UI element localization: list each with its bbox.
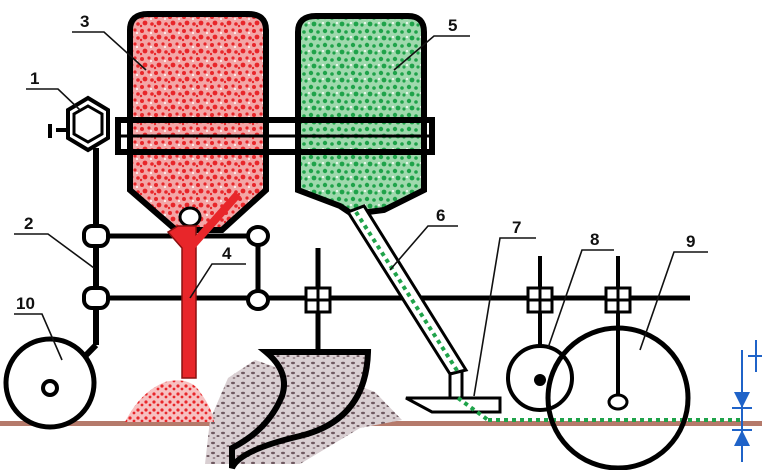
support-wheel xyxy=(3,336,97,430)
callout-9: 9 xyxy=(686,232,695,251)
leader-9 xyxy=(639,251,708,351)
leader-1 xyxy=(26,88,81,111)
callout-4: 4 xyxy=(222,244,232,263)
callout-6: 6 xyxy=(436,206,445,225)
coulter-opener xyxy=(405,396,502,414)
callout-2: 2 xyxy=(24,214,33,233)
leader-4 xyxy=(189,263,246,299)
leader-6 xyxy=(389,225,458,271)
callout-5: 5 xyxy=(448,16,457,35)
joint-lower xyxy=(82,286,110,310)
leader-2 xyxy=(14,233,95,269)
callout-7: 7 xyxy=(512,218,521,237)
joint-right-upper xyxy=(246,225,270,247)
depth-marker xyxy=(732,340,762,462)
hitch-coupler xyxy=(48,95,110,153)
seed-row xyxy=(456,396,490,422)
leader-5 xyxy=(393,35,470,71)
callout-10: 10 xyxy=(16,294,35,313)
callout-8: 8 xyxy=(590,230,599,249)
leader-7 xyxy=(473,237,536,397)
callout-1: 1 xyxy=(30,69,39,88)
callout-3: 3 xyxy=(80,12,89,31)
leader-8 xyxy=(547,249,614,349)
fertilizer-tube-top xyxy=(187,191,241,251)
fertilizer-pile xyxy=(125,380,214,422)
rolling-wheel xyxy=(545,256,691,470)
seed-tube xyxy=(345,204,469,398)
leader-10 xyxy=(14,313,63,361)
depth-label: h xyxy=(749,349,750,351)
joint-upper xyxy=(82,224,110,248)
seed-hopper xyxy=(295,13,427,218)
plough-body xyxy=(229,248,372,470)
joint-right-lower xyxy=(246,289,270,311)
leader-3 xyxy=(72,31,147,71)
fertilizer-tube xyxy=(166,225,197,379)
